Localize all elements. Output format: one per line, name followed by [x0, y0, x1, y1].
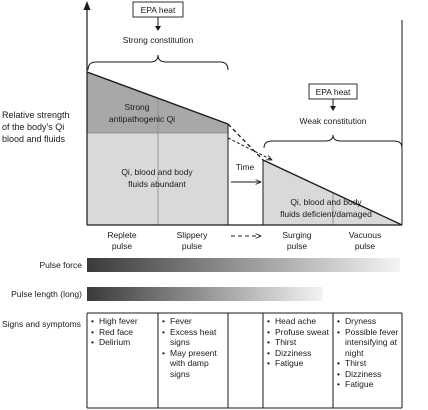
signs-symptoms-label: Signs and symptoms	[2, 319, 81, 329]
epa-heat-label-weak: EPA heat	[316, 87, 351, 97]
symptom-item: Profuse sweat	[267, 327, 331, 338]
epa-heat-label-strong: EPA heat	[141, 5, 176, 15]
symptom-item: Excess heat signs	[162, 327, 226, 348]
pulse-vacuous-line-2: pulse	[355, 241, 376, 251]
pulse-replete-line-1: Replete	[107, 230, 137, 240]
symptom-item: Fatigue	[337, 379, 401, 390]
pulse-replete-line-2: pulse	[112, 241, 133, 251]
symptom-item: Thirst	[337, 358, 401, 369]
epa-heat-arrowhead-weak	[330, 106, 336, 111]
symptom-item: Fatigue	[267, 358, 331, 369]
y-axis-arrowhead	[83, 1, 91, 10]
strength-line-solid	[86, 71, 229, 125]
qi-deficient-label-line-2: fluids deficient/damaged	[280, 209, 372, 219]
symptom-item: Thirst	[267, 337, 331, 348]
symptom-item: Dizziness	[337, 369, 401, 380]
symptom-item: Delirium	[91, 337, 155, 348]
pulse-surging-line-1: Surging	[282, 230, 312, 240]
weak-constitution-brace	[263, 134, 403, 149]
qi-deficient-label-line-1: Qi, blood and body	[290, 197, 362, 207]
strong-constitution-brace	[87, 54, 229, 71]
y-axis-label-line-3: blood and fluids	[2, 134, 66, 144]
y-axis-label-line-1: Relative strength	[2, 110, 70, 120]
symptom-item: Head ache	[267, 316, 331, 327]
symptoms-slippery: Fever Excess heat signs May present with…	[162, 316, 226, 379]
weak-constitution-label: Weak constitution	[300, 116, 367, 126]
symptom-item: Fever	[162, 316, 226, 327]
symptom-item: High fever	[91, 316, 155, 327]
antipathogenic-label-line-1: Strong	[124, 102, 149, 112]
antipathogenic-qi-area	[87, 72, 228, 133]
y-axis-label-line-2: of the body's Qi	[2, 122, 64, 132]
strength-line-weak	[262, 159, 403, 226]
symptoms-vacuous: Dryness Possible fever intensifying at n…	[337, 316, 401, 390]
symptom-item: Red face	[91, 327, 155, 338]
strong-constitution-label: Strong constitution	[123, 35, 194, 45]
epa-heat-arrowhead-strong	[155, 26, 161, 31]
symptom-item: May present with damp signs	[162, 348, 226, 380]
symptoms-replete: High fever Red face Delirium	[91, 316, 155, 348]
strength-line-dashed	[227, 123, 264, 161]
pulse-surging-line-2: pulse	[287, 241, 308, 251]
antipathogenic-label-line-2: antipathogenic Qi	[109, 114, 175, 124]
symptoms-surging: Head ache Profuse sweat Thirst Dizziness…	[267, 316, 331, 369]
pulse-slippery-line-2: pulse	[182, 241, 203, 251]
pulse-length-label: Pulse length (long)	[11, 289, 82, 299]
qi-abundant-label-line-2: fluids abundant	[128, 179, 186, 189]
qi-abundant-area	[87, 133, 228, 225]
pulse-force-label: Pulse force	[39, 260, 82, 270]
pulse-vacuous-line-1: Vacuous	[349, 230, 381, 240]
pulse-force-bar	[87, 258, 400, 272]
pulse-length-bar	[87, 287, 323, 301]
symptom-item: Dryness	[337, 316, 401, 327]
qi-abundant-label-line-1: Qi, blood and body	[121, 167, 193, 177]
time-label: Time	[236, 162, 255, 172]
symptom-item: Possible fever intensifying at night	[337, 327, 401, 359]
symptom-item: Dizziness	[267, 348, 331, 359]
pulse-slippery-line-1: Slippery	[177, 230, 208, 240]
dashed-transition-arrow	[227, 137, 272, 160]
